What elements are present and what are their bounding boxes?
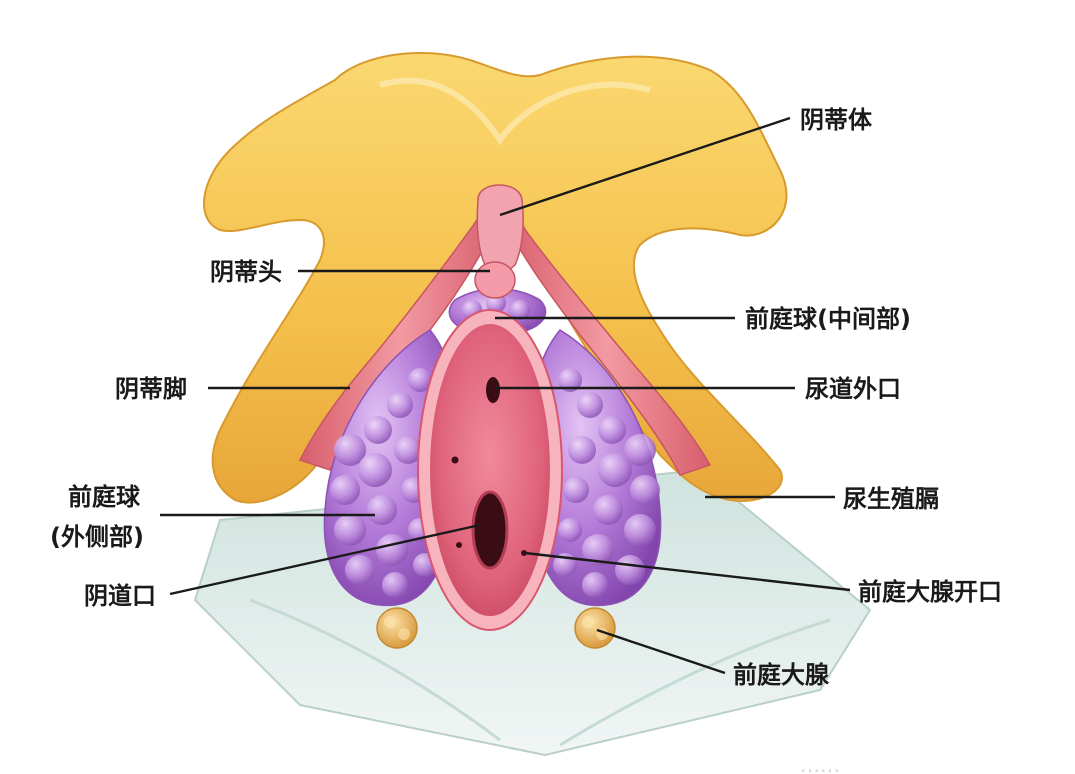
leader-gland-opening bbox=[524, 551, 851, 592]
gland-opening-left-shape bbox=[456, 542, 462, 548]
vestibule-shape bbox=[430, 324, 550, 616]
label-vestibular-bulb-lateral-1: 前庭球 bbox=[68, 483, 141, 511]
pubic-arch-highlight bbox=[379, 77, 651, 146]
leader-clitoral-body bbox=[499, 116, 791, 217]
urethral-orifice-shape bbox=[486, 377, 500, 403]
greater-vestibular-gland-left bbox=[376, 607, 418, 649]
label-vestibular-bulb-lateral-2: (外侧部) bbox=[50, 523, 144, 551]
gland-opening-right-shape bbox=[521, 550, 527, 556]
label-greater-vestibular-gland-opening: 前庭大腺开口 bbox=[858, 578, 1002, 606]
diaphragm-fold-right bbox=[559, 618, 831, 747]
watermark-text: …… bbox=[800, 753, 840, 774]
vaginal-orifice-shape bbox=[471, 490, 509, 570]
right-crus-shape bbox=[504, 208, 712, 476]
clitoral-body-shape bbox=[476, 184, 524, 274]
label-vestibular-bulb-middle: 前庭球(中间部) bbox=[745, 305, 911, 333]
bulb-nodules bbox=[330, 293, 660, 598]
label-clitoral-crus: 阴蒂脚 bbox=[115, 375, 187, 403]
paraurethral-opening-shape bbox=[451, 456, 459, 464]
label-urogenital-diaphragm: 尿生殖膈 bbox=[843, 485, 939, 513]
greater-vestibular-gland-right bbox=[574, 607, 616, 649]
label-clitoral-body: 阴蒂体 bbox=[800, 106, 873, 134]
label-greater-vestibular-gland: 前庭大腺 bbox=[733, 661, 830, 689]
label-urethral-orifice: 尿道外口 bbox=[805, 375, 901, 403]
leader-vaginal-orifice bbox=[169, 523, 481, 596]
label-vaginal-orifice: 阴道口 bbox=[84, 582, 156, 610]
leader-greater-vestibular-gland bbox=[596, 628, 726, 675]
clitoral-glans-shape bbox=[474, 261, 516, 299]
label-clitoral-glans: 阴蒂头 bbox=[210, 258, 282, 286]
diaphragm-fold-left bbox=[249, 598, 501, 742]
